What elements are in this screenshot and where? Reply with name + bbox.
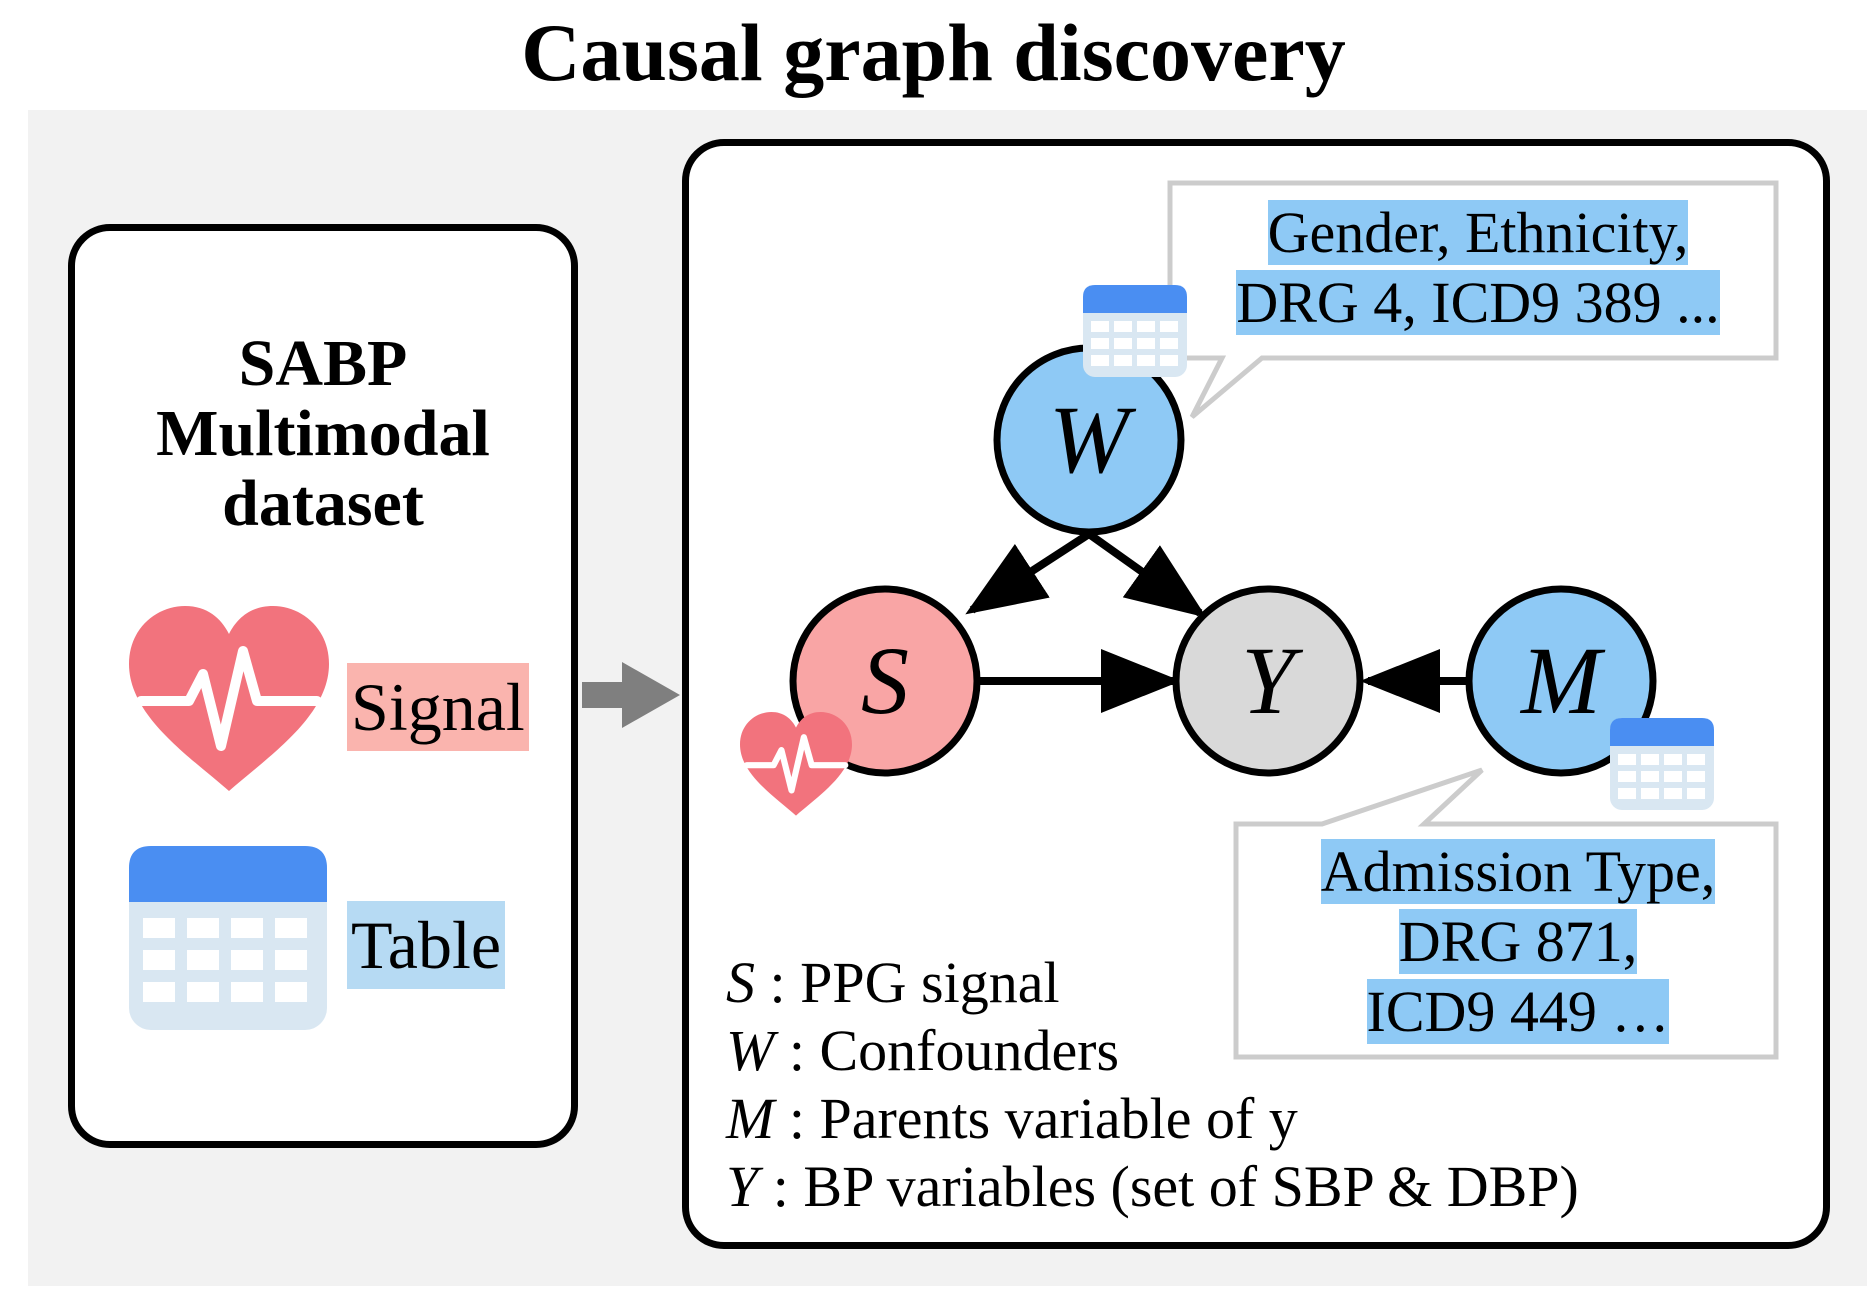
legend-symbol: S <box>726 950 755 1015</box>
table-label: Table <box>347 901 506 989</box>
signal-label: Signal <box>347 663 529 751</box>
table-icon <box>129 846 327 1030</box>
m-note-line: DRG 871, <box>1398 909 1638 974</box>
node-y-label: Y <box>1241 627 1303 734</box>
dataset-title-line: dataset <box>222 467 424 540</box>
edge-w-to-s <box>965 530 1092 615</box>
node-m: M <box>1465 585 1657 777</box>
node-m-label: M <box>1519 627 1606 734</box>
table-icon <box>1610 718 1714 810</box>
heart-pulse-icon <box>740 712 852 816</box>
legend-item-y: Y : BP variables (set of SBP & DBP) <box>726 1152 1579 1222</box>
w-note-line: DRG 4, ICD9 389 ... <box>1236 270 1720 335</box>
legend-text: : Confounders <box>774 1018 1120 1083</box>
w-note-line: Gender, Ethnicity, <box>1267 200 1689 265</box>
dataset-panel: SABP Multimodal dataset Signal Table <box>68 224 578 1148</box>
legend-symbol: W <box>726 1018 775 1083</box>
legend-item-w: W : Confounders <box>726 1016 1119 1086</box>
dataset-title-line: Multimodal <box>156 397 490 470</box>
edge-w-to-y <box>1086 530 1207 618</box>
figure-title: Causal graph discovery <box>521 7 1346 98</box>
legend-symbol: Y <box>726 1154 759 1219</box>
legend-text: : Parents variable of y <box>774 1086 1298 1151</box>
node-w-label: W <box>1049 386 1137 493</box>
legend-text: : BP variables (set of SBP & DBP) <box>758 1154 1579 1219</box>
heart-pulse-icon <box>129 606 329 791</box>
legend-text: : PPG signal <box>755 950 1060 1015</box>
legend-item-s: S : PPG signal <box>726 948 1060 1018</box>
m-note-line: ICD9 449 … <box>1366 979 1670 1044</box>
m-note-line: Admission Type, <box>1320 839 1716 904</box>
graph-edges <box>965 530 1469 713</box>
dataset-title-line: SABP <box>238 327 408 400</box>
legend-item-m: M : Parents variable of y <box>726 1084 1298 1154</box>
table-icon <box>1083 285 1187 377</box>
w-variables-note: Gender, Ethnicity, DRG 4, ICD9 389 ... <box>1188 198 1768 338</box>
dataset-title: SABP Multimodal dataset <box>75 329 571 539</box>
legend-symbol: M <box>726 1086 775 1151</box>
m-variables-note: Admission Type, DRG 871, ICD9 449 … <box>1238 837 1798 1047</box>
node-s-label: S <box>861 627 909 734</box>
flow-arrow <box>582 662 680 728</box>
node-y: Y <box>1172 585 1364 777</box>
